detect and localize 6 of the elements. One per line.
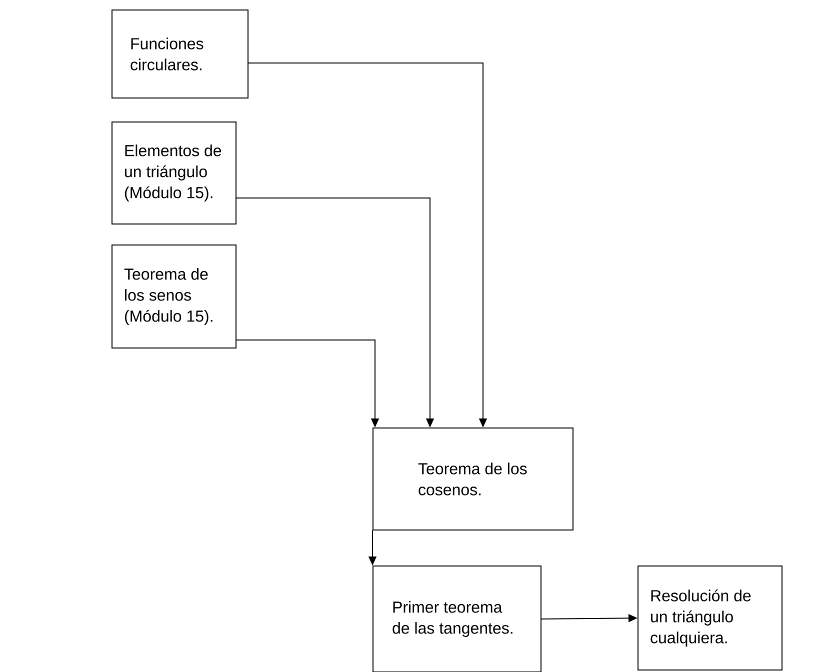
process-box: Resolución de un triángulo cualquiera. [638, 566, 783, 670]
process-box: Funciones circulares. [112, 10, 248, 98]
process-box: Primer teorema de las tangentes. [372, 566, 542, 672]
process-box: Teorema de los senos (Módulo 15). [112, 244, 236, 348]
process-box: Elementos de un triángulo (Módulo 15). [112, 122, 236, 224]
process-box: Teorema de los cosenos. [372, 428, 574, 530]
